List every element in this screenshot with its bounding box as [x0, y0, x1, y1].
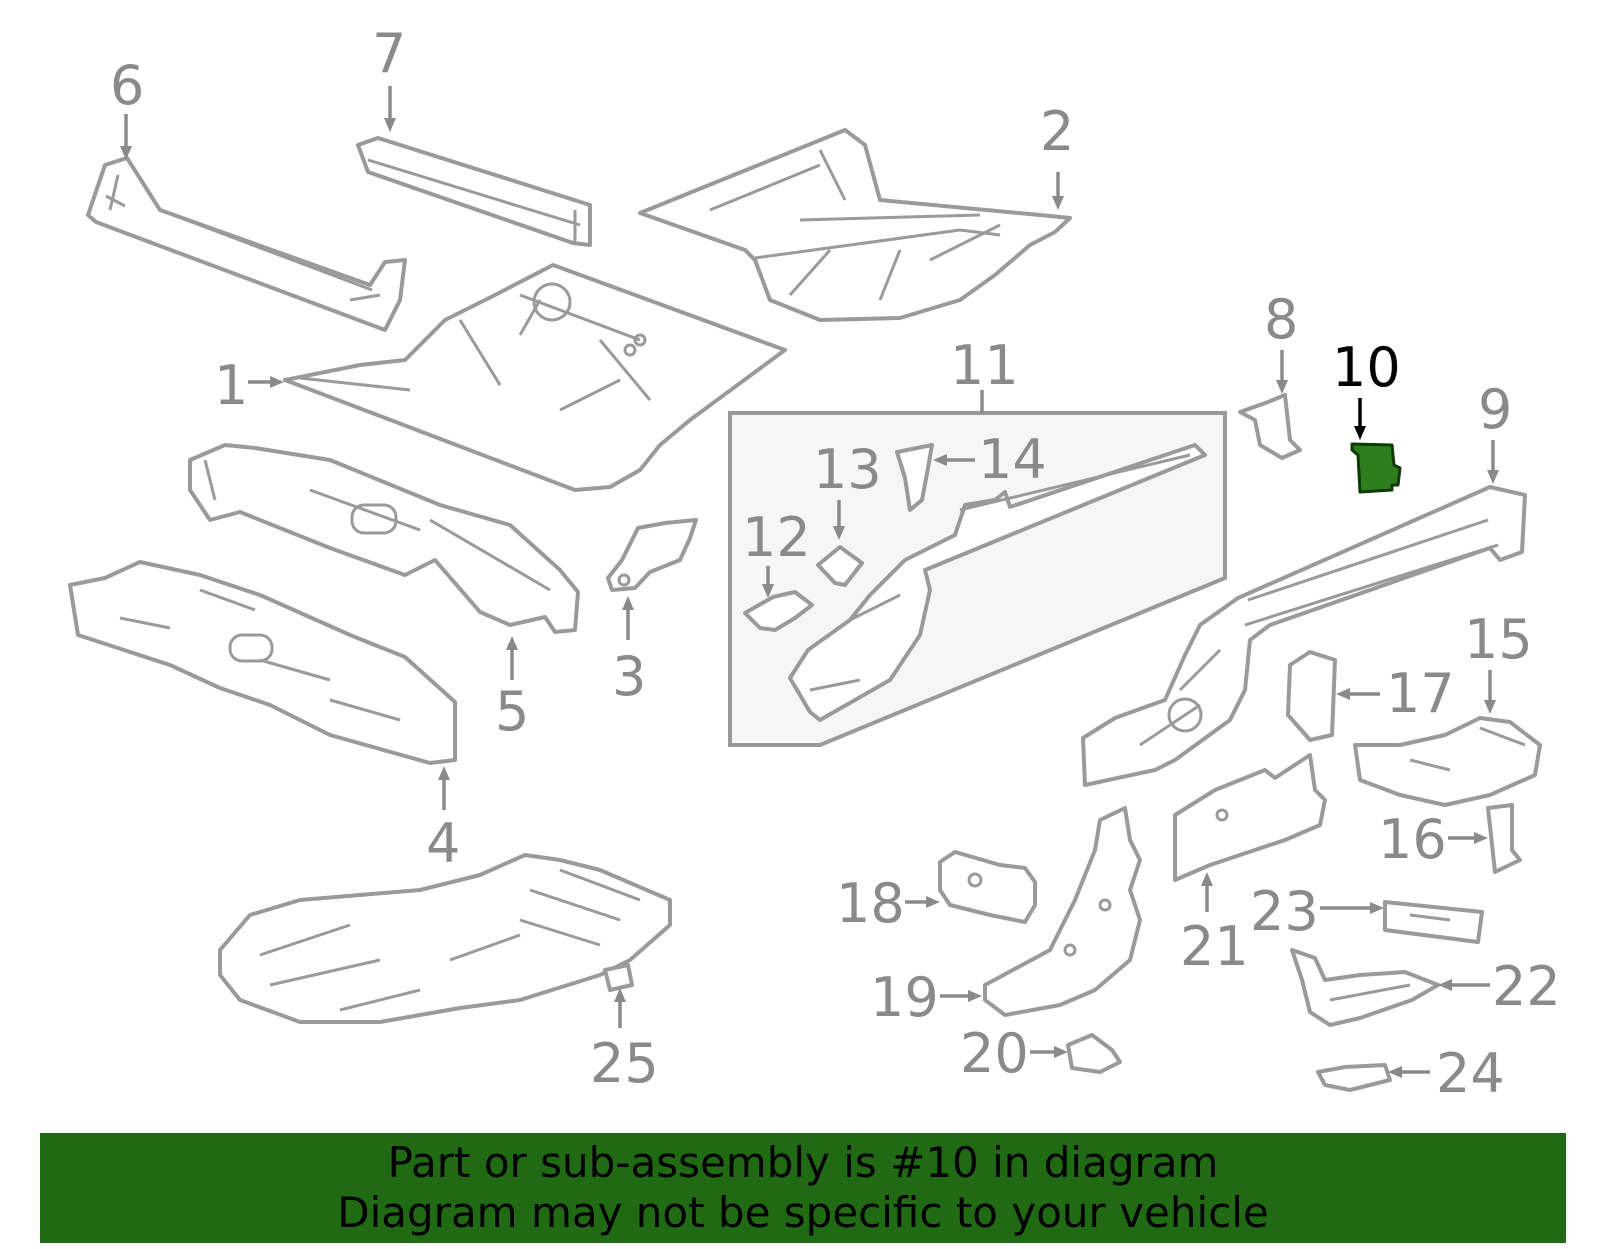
callout-23: 23 [1250, 880, 1319, 943]
callout-24: 24 [1436, 1042, 1505, 1105]
callouts: 6 7 2 1 5 3 4 25 11 12 13 14 8 10 9 15 1… [110, 22, 1561, 1105]
part-22[interactable] [1290, 948, 1440, 1027]
part-2[interactable] [638, 128, 1072, 322]
callout-9: 9 [1478, 378, 1512, 441]
banner-line-2: Diagram may not be specific to your vehi… [337, 1188, 1269, 1237]
banner-line-1: Part or sub-assembly is #10 in diagram [387, 1138, 1219, 1187]
part-15[interactable] [1353, 716, 1542, 807]
part-11[interactable] [788, 443, 1207, 722]
part-4[interactable] [68, 560, 457, 765]
callout-18: 18 [836, 872, 905, 935]
part-5[interactable] [188, 443, 580, 634]
part-16[interactable] [1486, 803, 1522, 874]
callout-21: 21 [1180, 915, 1249, 978]
callout-11: 11 [950, 334, 1019, 397]
part-12[interactable] [743, 590, 814, 632]
arrows [120, 86, 1499, 1078]
callout-17: 17 [1386, 662, 1455, 725]
callout-20: 20 [960, 1022, 1029, 1085]
callout-3: 3 [612, 645, 646, 708]
callout-7: 7 [372, 22, 406, 85]
callout-12: 12 [742, 506, 811, 569]
callout-10: 10 [1332, 336, 1401, 399]
callout-4: 4 [426, 812, 460, 875]
callout-19: 19 [870, 966, 939, 1029]
part-23[interactable] [1383, 900, 1484, 944]
part-6[interactable] [86, 156, 407, 332]
part-13[interactable] [816, 545, 864, 587]
part-20[interactable] [1066, 1033, 1122, 1074]
part-18[interactable] [938, 850, 1037, 924]
part-8[interactable] [1238, 393, 1302, 460]
callout-14: 14 [978, 428, 1047, 491]
callout-5: 5 [495, 680, 529, 743]
part-1[interactable] [283, 263, 787, 492]
part-3[interactable] [606, 518, 698, 592]
part-25[interactable] [218, 853, 672, 1024]
part-10[interactable] [1350, 442, 1402, 494]
callout-8: 8 [1264, 288, 1298, 351]
callout-15: 15 [1464, 608, 1533, 671]
part-7[interactable] [356, 136, 592, 247]
part-17[interactable] [1286, 650, 1337, 742]
callout-13: 13 [813, 438, 882, 501]
callout-16: 16 [1378, 808, 1447, 871]
info-banner: Part or sub-assembly is #10 in diagram D… [40, 1133, 1566, 1243]
callout-1: 1 [214, 354, 248, 417]
callout-2: 2 [1040, 100, 1074, 163]
callout-22: 22 [1492, 955, 1561, 1018]
part-9[interactable] [1081, 485, 1527, 787]
part-24[interactable] [1316, 1063, 1392, 1092]
part-19[interactable] [983, 806, 1142, 1017]
part-14[interactable] [895, 443, 934, 512]
part-21[interactable] [1173, 753, 1327, 882]
callout-25: 25 [590, 1032, 659, 1095]
callout-6: 6 [110, 54, 144, 117]
